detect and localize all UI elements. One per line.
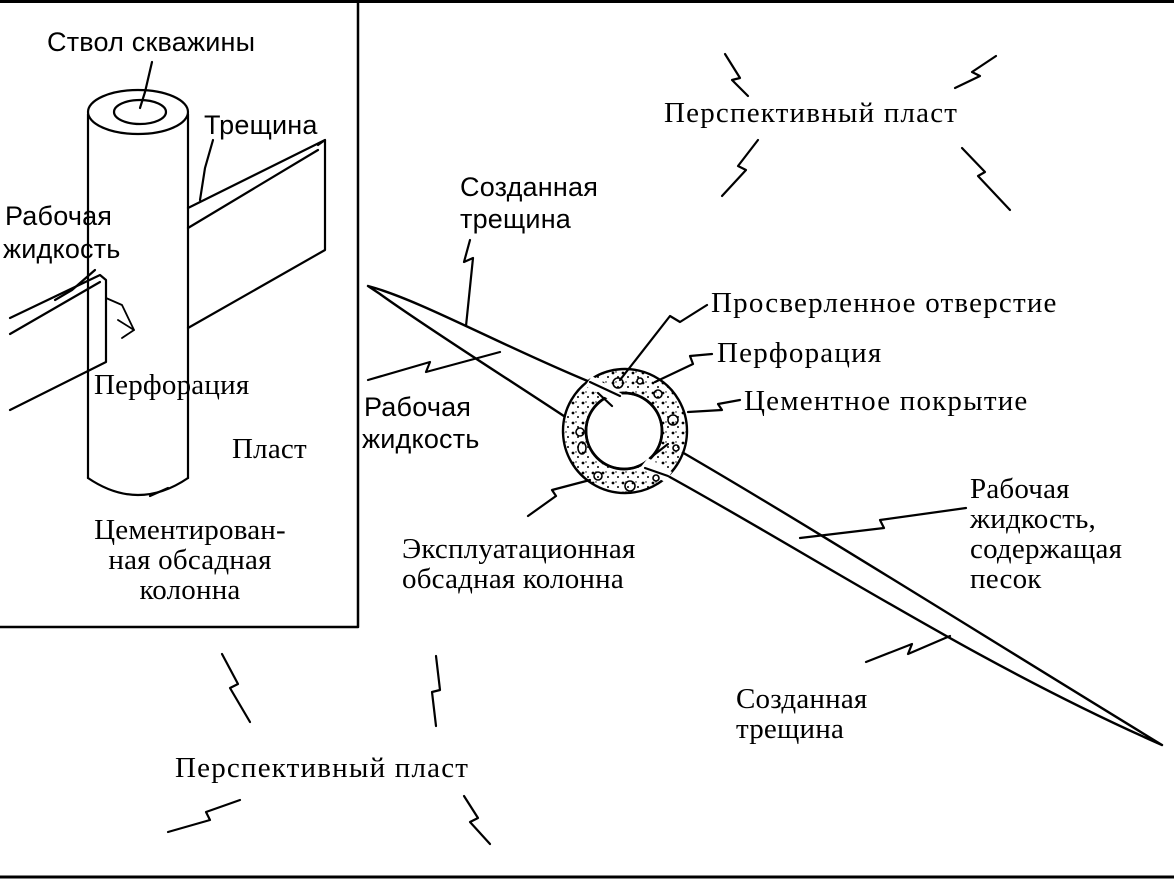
label-cement-coating: Цементное покрытие [744,385,1029,417]
label-main-perforation: Перфорация [717,337,883,369]
label-created-crack-bottom: Созданная трещина [736,684,867,744]
label-sand-fluid-4: песок [970,563,1042,595]
perforation-gap-lower [640,458,672,482]
inset-fluid-leader [53,268,97,302]
label-crack: Трещина [204,110,318,140]
label-main-fluid-1: Рабочая [364,392,472,422]
sand-fluid-leader [798,506,968,540]
label-inset-formation: Пласт [232,433,307,465]
label-cemented-casing-2: ная обсадная [108,544,272,576]
label-inset-perforation: Перфорация [94,369,250,401]
casing-leader [148,486,170,498]
label-cemented-casing-3: колонна [139,574,241,606]
label-sand-fluid-2: жидкость, [970,503,1096,535]
fracture-lower-right [666,442,1164,747]
bolt [220,652,252,724]
bolt [430,654,442,728]
label-sand-fluid: Рабочая жидкость, содержащая песок [970,474,1122,594]
bolt [723,52,750,98]
label-production-casing: Эксплуатационная обсадная колонна [402,534,636,594]
label-production-casing-1: Эксплуатационная [402,533,636,565]
label-created-crack-bottom-2: трещина [736,713,845,745]
created-crack-bottom-leader [864,634,952,664]
production-casing-leader [526,478,592,518]
bolt [960,146,1012,212]
label-production-casing-2: обсадная колонна [402,563,624,595]
bolt [462,794,492,846]
label-inset-fluid-2: жидкость [3,234,121,264]
perforation-edge-upper [588,380,622,408]
label-main-fluid-2: жидкость [362,424,480,454]
label-sand-fluid-3: содержащая [970,533,1123,565]
label-inset-fluid-1: Рабочая [5,201,113,231]
bolt [953,54,998,90]
label-prospective-top: Перспективный пласт [664,97,959,129]
drilled-hole-leader [618,303,709,382]
label-sand-fluid-1: Рабочая [970,473,1070,505]
lightning-bolts [166,52,1012,846]
created-crack-top-leader [462,238,475,328]
inset-frame [0,0,360,629]
perforation-leader [653,352,714,384]
bolt [166,798,242,834]
label-wellbore: Ствол скважины [47,27,256,57]
bolt [720,138,760,198]
fracture-upper-left [366,284,592,432]
cement-leader [686,398,742,414]
crack-leader [198,138,215,202]
label-prospective-bottom: Перспективный пласт [175,752,470,784]
inset-crack-right [186,138,327,330]
label-created-crack-bottom-1: Созданная [736,683,868,715]
label-created-crack-top-1: Созданная [460,172,599,202]
casing-inner [584,391,664,471]
label-cemented-casing: Цементирован- ная обсадная колонна [66,515,314,605]
cement-pebbles [575,377,680,492]
label-drilled-hole: Просверленное отверстие [711,287,1058,319]
wellbore-pipe [86,88,190,496]
wellbore-leader [138,60,154,110]
fluid-leader [366,350,502,382]
label-created-crack-top-2: трещина [460,204,572,234]
perforation-edge-lower [643,442,670,478]
inset-crack-left [8,273,135,412]
label-cemented-casing-1: Цементирован- [94,514,286,546]
